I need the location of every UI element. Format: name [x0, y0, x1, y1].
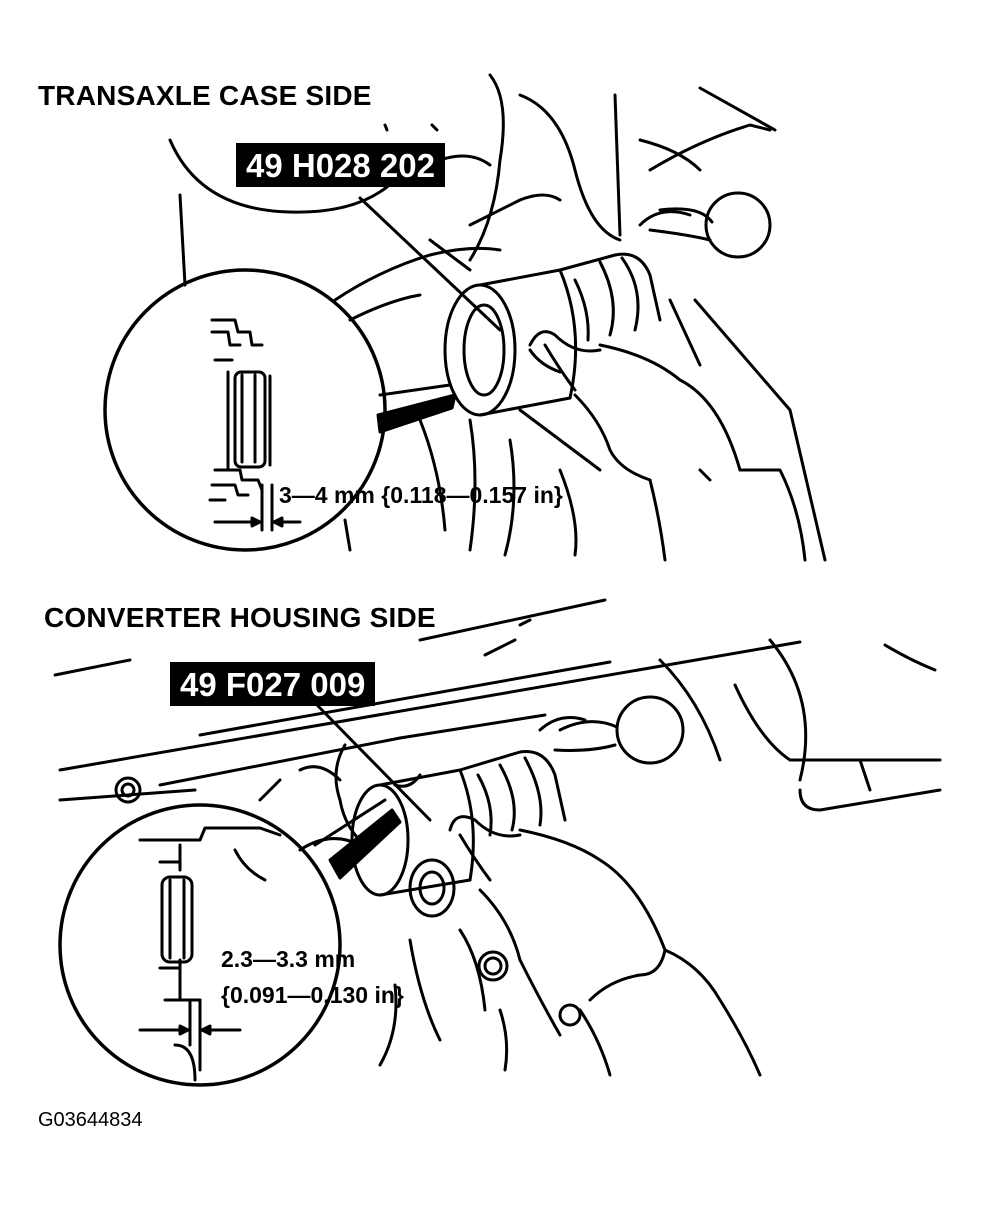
- top-tool-leader: [358, 196, 502, 332]
- top-illustration: [103, 73, 827, 562]
- bottom-illustration: [53, 598, 942, 1087]
- top-tool-number-label: 49 H028 202: [236, 143, 445, 187]
- bottom-installation-depth-dimension-in: {0.091—0.130 in}: [221, 982, 404, 1008]
- converter-housing-side-title: CONVERTER HOUSING SIDE: [44, 602, 436, 633]
- top-installation-depth-dimension: 3—4 mm {0.118—0.157 in}: [279, 482, 563, 508]
- bottom-installation-depth-dimension-mm: 2.3—3.3 mm: [221, 946, 356, 972]
- figure-code: G03644834: [38, 1109, 143, 1131]
- bottom-tool-leader: [316, 704, 432, 822]
- transaxle-case-side-title: TRANSAXLE CASE SIDE: [38, 80, 372, 111]
- bottom-tool-number-label: 49 F027 009: [170, 662, 376, 706]
